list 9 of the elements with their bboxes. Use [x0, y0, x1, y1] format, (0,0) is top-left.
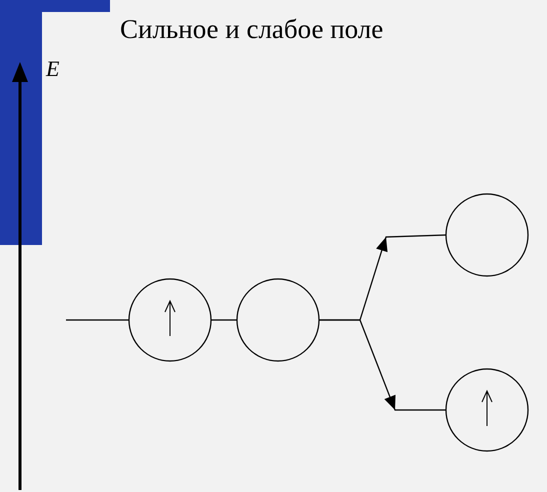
orbital-circle: [128, 278, 212, 362]
connector-line: [211, 319, 237, 321]
orbital-circle: [445, 368, 529, 452]
connector-line: [66, 319, 129, 321]
orbital-circle: [445, 193, 529, 277]
axis-label: E: [46, 56, 60, 82]
orbital-circle: [236, 278, 320, 362]
connector-line: [319, 319, 446, 411]
diagram-title: Сильное и слабое поле: [120, 14, 384, 45]
